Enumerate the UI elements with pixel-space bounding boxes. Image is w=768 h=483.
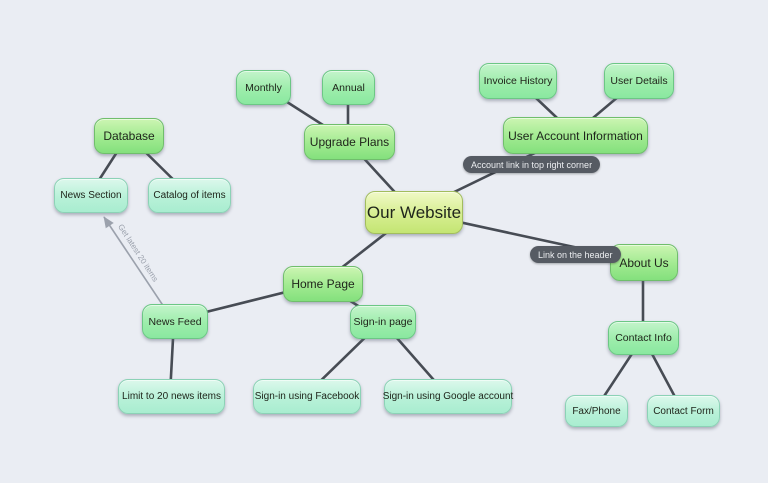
- node-contact-form[interactable]: Contact Form: [647, 395, 720, 427]
- node-contact-info[interactable]: Contact Info: [608, 321, 679, 355]
- node-user-account-information[interactable]: User Account Information: [503, 117, 648, 154]
- node-home-page[interactable]: Home Page: [283, 266, 363, 302]
- node-upgrade-plans[interactable]: Upgrade Plans: [304, 124, 395, 160]
- node-fax-phone[interactable]: Fax/Phone: [565, 395, 628, 427]
- node-news-section[interactable]: News Section: [54, 178, 128, 213]
- node-limit-news[interactable]: Limit to 20 news items: [118, 379, 225, 414]
- node-monthly[interactable]: Monthly: [236, 70, 291, 105]
- node-user-details[interactable]: User Details: [604, 63, 674, 99]
- node-invoice-history[interactable]: Invoice History: [479, 63, 557, 99]
- node-our-website[interactable]: Our Website: [365, 191, 463, 234]
- node-sign-in-page[interactable]: Sign-in page: [350, 305, 416, 339]
- edge-label-header-link[interactable]: Link on the header: [530, 246, 621, 263]
- node-sign-in-facebook[interactable]: Sign-in using Facebook: [253, 379, 361, 414]
- arrow-news-feed-to-news-section: [103, 216, 167, 311]
- node-about-us[interactable]: About Us: [610, 244, 678, 281]
- node-sign-in-google[interactable]: Sign-in using Google account: [383, 379, 513, 414]
- edge-label-account-link[interactable]: Account link in top right corner: [463, 156, 601, 173]
- node-database[interactable]: Database: [94, 118, 164, 154]
- node-annual[interactable]: Annual: [322, 70, 375, 105]
- node-news-feed[interactable]: News Feed: [142, 304, 208, 339]
- node-catalog-of-items[interactable]: Catalog of items: [148, 178, 231, 213]
